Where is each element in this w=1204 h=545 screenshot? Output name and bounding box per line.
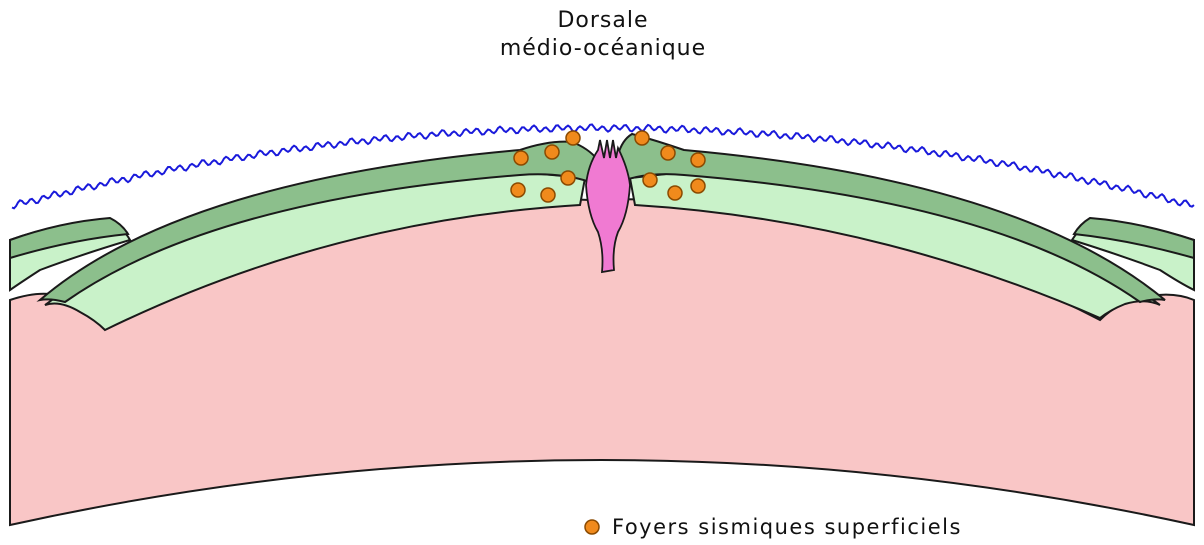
legend-marker-icon — [585, 520, 599, 534]
seismic-focus — [561, 171, 575, 185]
seismic-focus — [514, 151, 528, 165]
seismic-focus — [541, 188, 555, 202]
diagram-title-line1: Dorsale — [557, 8, 648, 33]
seismic-focus — [566, 131, 580, 145]
seismic-focus — [511, 183, 525, 197]
seismic-focus — [545, 145, 559, 159]
seismic-focus — [643, 173, 657, 187]
seismic-focus — [661, 146, 675, 160]
legend-label: Foyers sismiques superficiels — [612, 515, 962, 539]
seismic-focus — [691, 179, 705, 193]
seismic-focus — [668, 186, 682, 200]
seismic-focus — [635, 131, 649, 145]
seismic-focus — [691, 153, 705, 167]
diagram-title-line2: médio-océanique — [500, 36, 706, 61]
legend: Foyers sismiques superficiels — [585, 515, 962, 539]
